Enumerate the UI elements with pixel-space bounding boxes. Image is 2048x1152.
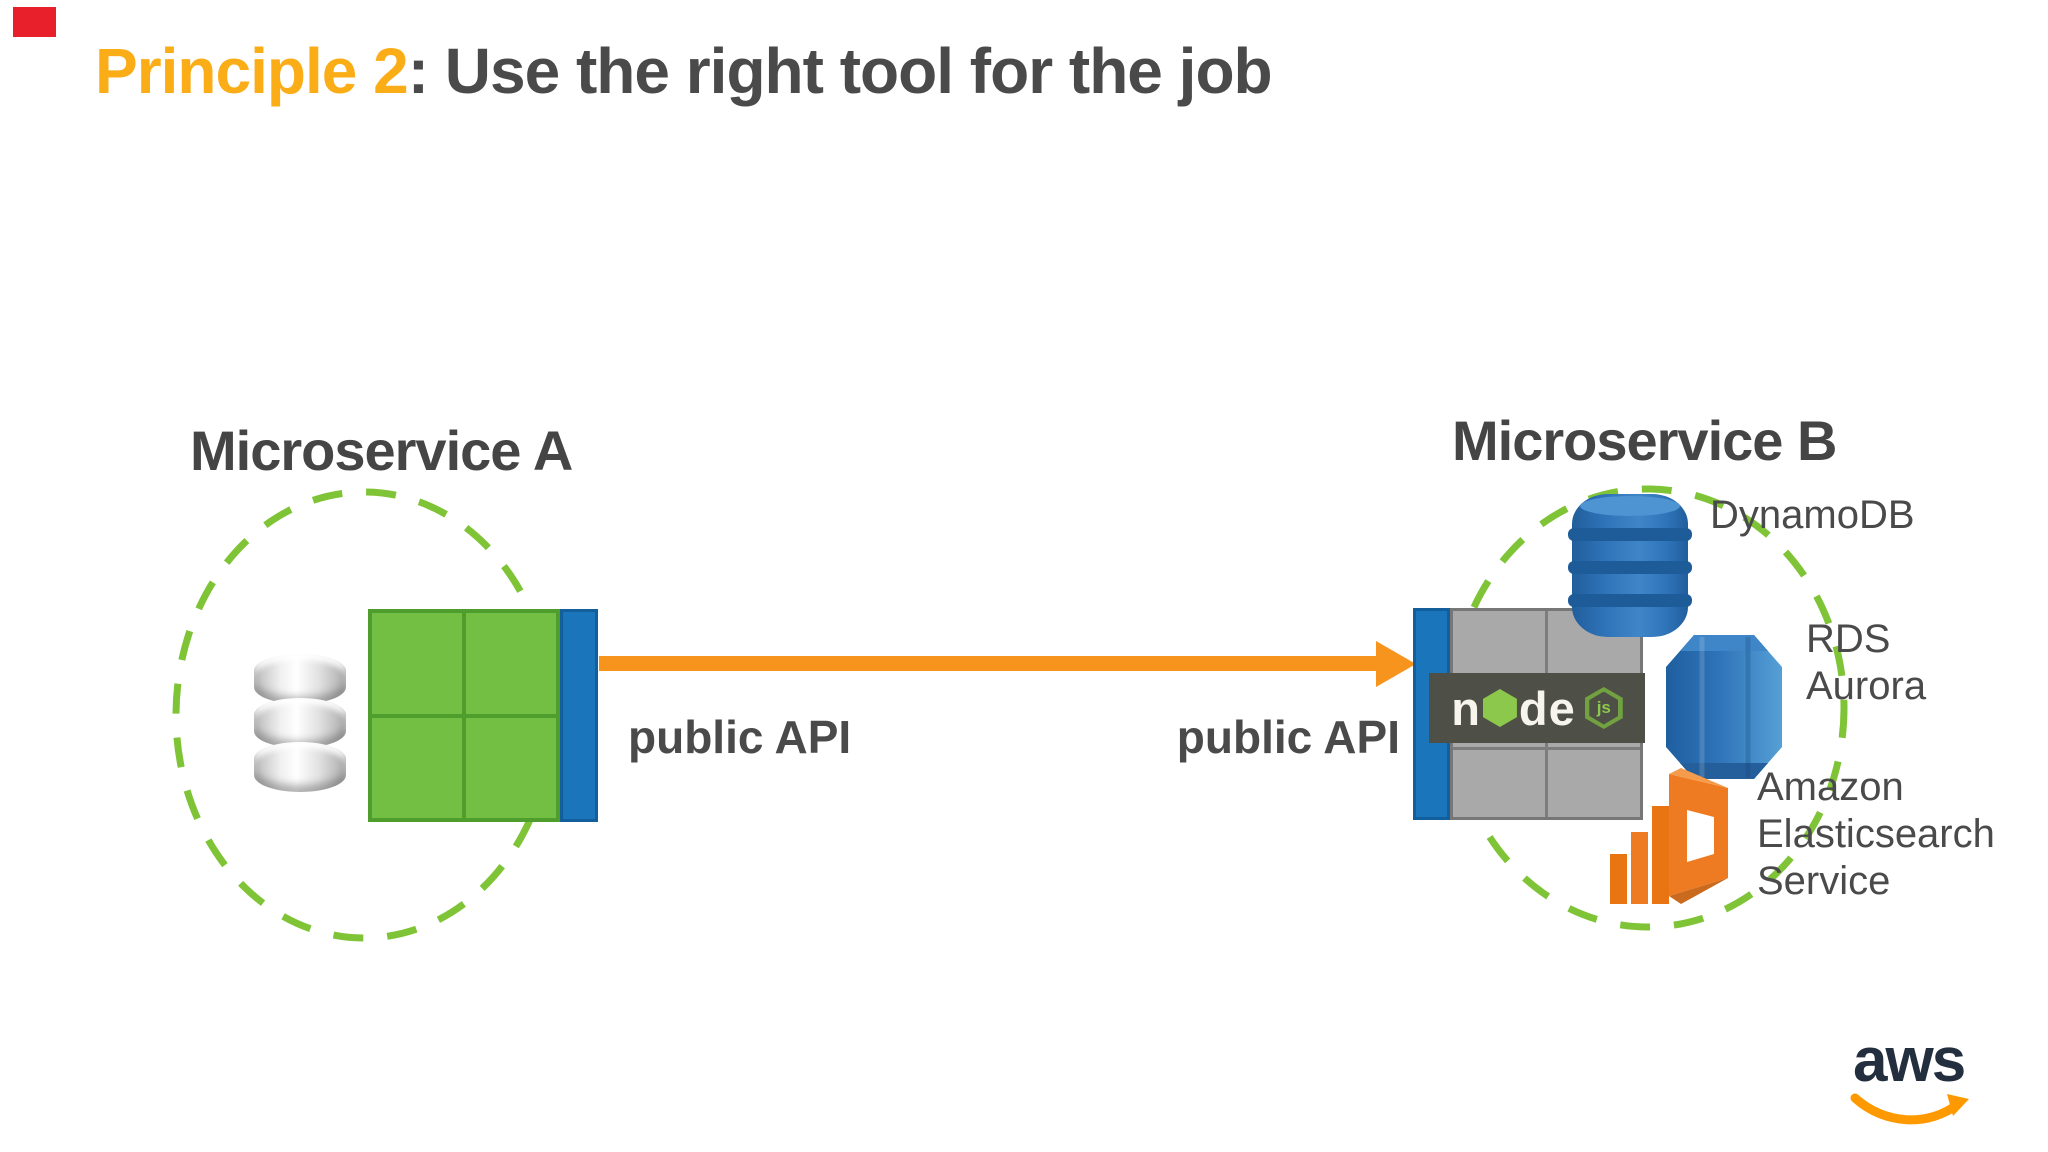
public-api-label-a: public API	[628, 711, 852, 763]
nodejs-hexagon-icon	[1482, 689, 1517, 727]
public-api-label-b: public API	[1176, 711, 1400, 763]
page-title-highlight: Principle 2	[95, 35, 409, 107]
recording-indicator	[13, 7, 56, 37]
api-call-arrow-head	[1376, 641, 1416, 687]
rds-aurora-label: RDS Aurora	[1806, 617, 1927, 708]
container-cell	[1548, 750, 1640, 817]
microservice-a-title: Microservice A	[190, 419, 573, 482]
database-icon	[254, 654, 346, 796]
container-cell	[466, 717, 556, 818]
aws-logo-text: aws	[1853, 1026, 1966, 1095]
api-call-arrow-shaft	[599, 656, 1378, 671]
nodejs-js-badge-text: js	[1596, 698, 1611, 717]
database-disk	[254, 698, 346, 748]
page-title: Principle 2: Use the right tool for the …	[95, 34, 1273, 108]
nodejs-logo: n de js	[1429, 673, 1645, 743]
database-disk	[254, 742, 346, 792]
database-disk	[254, 654, 346, 704]
aws-smile-icon	[1850, 1093, 1969, 1125]
nodejs-logo-text: n	[1451, 681, 1481, 735]
microservice-a-api-port	[560, 609, 598, 822]
microservice-a-container	[368, 609, 560, 822]
dynamodb-icon	[1568, 494, 1692, 637]
page-title-rest: : Use the right tool for the job	[407, 35, 1273, 107]
container-cell	[372, 717, 462, 818]
container-cell	[372, 613, 462, 714]
elasticsearch-label: Amazon Elasticsearch Service	[1757, 765, 1995, 903]
container-cell	[1453, 611, 1545, 678]
microservice-b-title: Microservice B	[1452, 409, 1837, 472]
container-cell	[466, 613, 556, 714]
rds-aurora-icon	[1666, 635, 1782, 779]
nodejs-logo-text: de	[1518, 681, 1576, 735]
elasticsearch-icon	[1610, 768, 1728, 904]
nodejs-js-badge-icon: js	[1584, 687, 1623, 729]
container-cell	[1453, 750, 1545, 817]
dynamodb-label: DynamoDB	[1710, 493, 1915, 537]
